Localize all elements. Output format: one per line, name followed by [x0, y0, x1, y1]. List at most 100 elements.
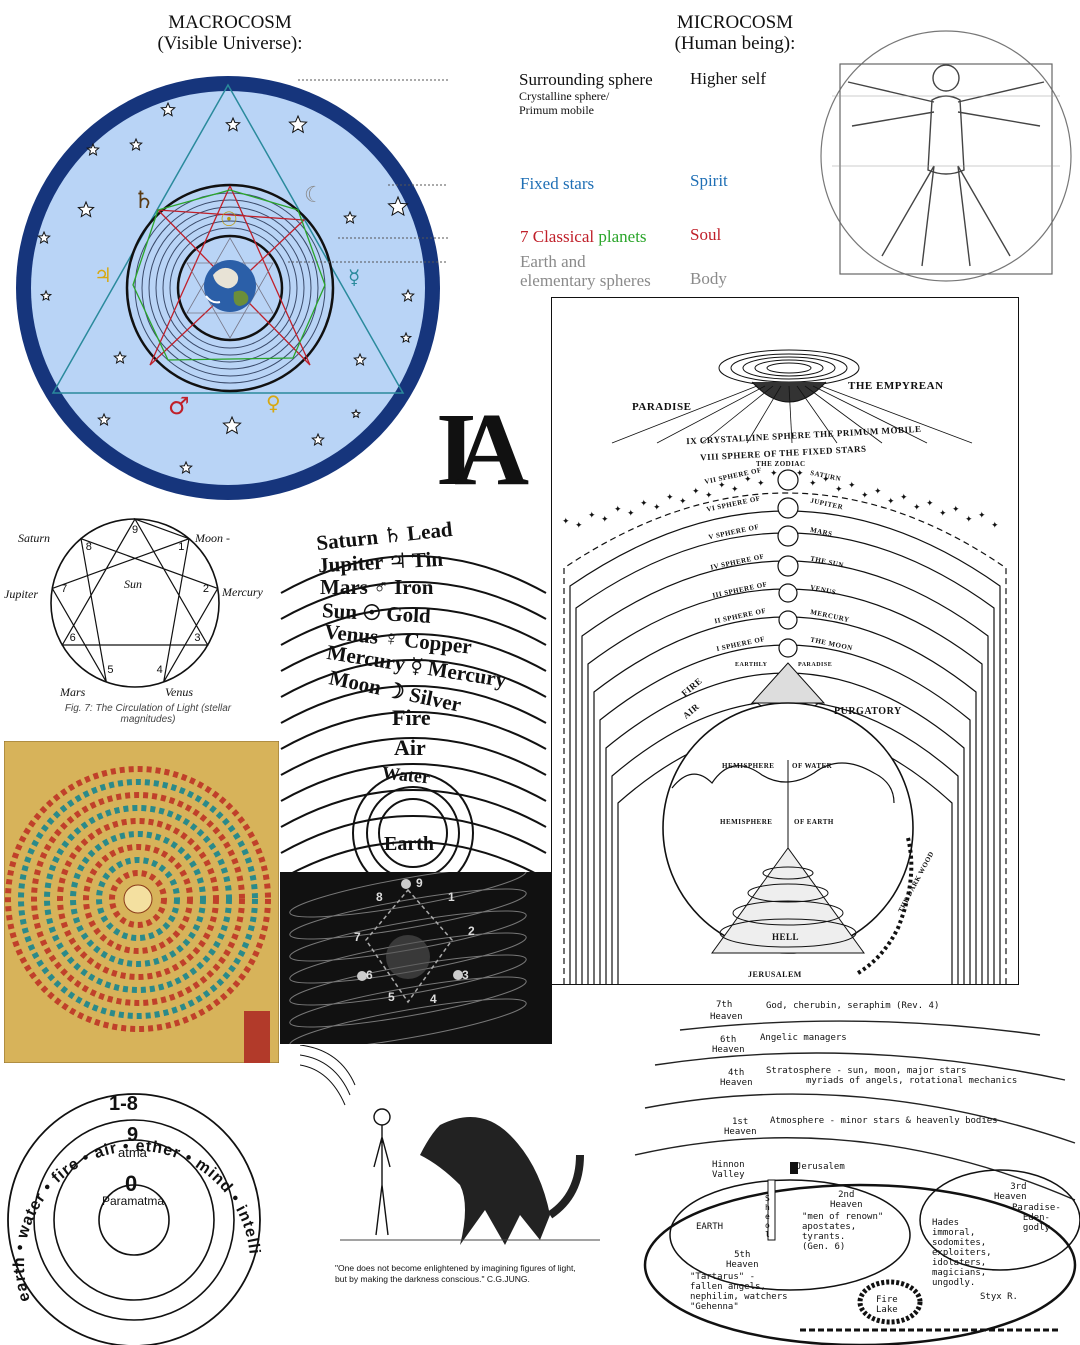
- macrocosm-diagram: ♄ ☾ ♃ ☿ ♂ ♀ ☉: [16, 76, 448, 500]
- metal-symbol: ♂: [367, 575, 395, 599]
- dante-star-13: ✦: [731, 485, 739, 495]
- dante-star-32: ✦: [978, 511, 986, 521]
- enneagram-diagram: [50, 517, 220, 688]
- fixed-star-4: [129, 137, 143, 151]
- venus-symbol: ♀: [266, 391, 281, 415]
- atma-range: 1-8: [109, 1093, 138, 1115]
- label-hemisphere-water: HEMISPHERE: [722, 762, 775, 770]
- dante-star-4: ✦: [614, 505, 622, 515]
- spiral-number-1: 1: [448, 890, 455, 904]
- enneagram-number-7: 7: [61, 583, 68, 596]
- dante-star-18: ✦: [796, 469, 804, 479]
- enneagram-number-1: 1: [178, 540, 185, 553]
- label-empyrean: THE EMPYREAN: [848, 380, 944, 392]
- metal-symbol: ♃: [382, 548, 413, 574]
- enneagram-number-4: 4: [156, 663, 163, 676]
- fixed-star-12: [353, 352, 367, 366]
- dante-star-16: ✦: [770, 469, 778, 479]
- dante-star-25: ✦: [887, 497, 895, 507]
- metal-symbol: ♄: [376, 521, 409, 549]
- fixed-star-10: [401, 288, 415, 302]
- spiral-number-8: 8: [376, 890, 383, 904]
- dante-star-6: ✦: [640, 499, 648, 509]
- enneagram-number-8: 8: [85, 540, 92, 553]
- mars-symbol: ♂: [168, 392, 190, 420]
- fixed-star-17: [179, 460, 193, 474]
- fixed-star-18: [351, 408, 361, 419]
- label-hemisphere-earth: HEMISPHERE: [720, 818, 773, 826]
- label-soul: Soul: [690, 225, 722, 244]
- microcosm-subtitle: (Human being):: [674, 33, 796, 54]
- jung-quote: "One does not become enlightened by imag…: [335, 1263, 576, 1284]
- dante-star-33: ✦: [991, 521, 999, 531]
- label-fixed-stars: Fixed stars: [520, 174, 595, 193]
- fixed-star-5: [77, 200, 95, 218]
- enneagram-number-5: 5: [107, 663, 114, 676]
- label-paradise: PARADISE: [632, 401, 692, 413]
- dante-star-2: ✦: [588, 511, 596, 521]
- label-higher-self: Higher self: [690, 69, 767, 88]
- label-of-earth: OF EARTH: [794, 818, 834, 826]
- macrocosm-title: MACROCOSM: [168, 12, 292, 33]
- label-purgatory: PURGATORY: [834, 706, 902, 717]
- macrocosm-subtitle: (Visible Universe):: [157, 33, 303, 54]
- fixed-star-3: [86, 142, 100, 156]
- fixed-star-1: [225, 116, 241, 132]
- spiral-number-5: 5: [388, 990, 395, 1004]
- macrocosm-header: MACROCOSM (Visible Universe):: [120, 12, 340, 54]
- dante-star-31: ✦: [965, 515, 973, 525]
- fixed-star-16: [311, 432, 325, 446]
- enneagram-caption: Fig. 7: The Circulation of Light (stella…: [64, 703, 232, 725]
- saturn-symbol: ♄: [133, 186, 155, 214]
- dante-star-3: ✦: [601, 515, 609, 525]
- dante-star-19: ✦: [809, 479, 817, 489]
- label-hell: HELL: [772, 932, 800, 942]
- dante-star-0: ✦: [562, 517, 570, 527]
- dante-star-21: ✦: [835, 485, 843, 495]
- dante-star-9: ✦: [679, 497, 687, 507]
- dante-star-30: ✦: [952, 505, 960, 515]
- moon-symbol: ☾: [304, 183, 324, 208]
- microcosm-header: MICROCOSM (Human being):: [660, 12, 810, 54]
- element-air: Air: [394, 735, 426, 760]
- sun-symbol: ☉: [220, 207, 238, 231]
- metal-name: Tin: [411, 546, 444, 573]
- label-spirit: Spirit: [690, 171, 728, 190]
- enneagram-number-9: 9: [132, 524, 139, 536]
- jupiter-symbol: ♃: [94, 263, 112, 287]
- spiral-number-7: 7: [354, 930, 361, 944]
- dante-star-1: ✦: [575, 521, 583, 531]
- dante-star-8: ✦: [666, 493, 674, 503]
- fixed-star-2: [288, 114, 308, 134]
- label-earthly: EARTHLY: [735, 662, 768, 668]
- metal-name: Iron: [394, 575, 434, 599]
- spiral-number-3: 3: [462, 968, 469, 982]
- dante-star-20: ✦: [822, 475, 830, 485]
- dante-star-29: ✦: [939, 509, 947, 519]
- dante-star-5: ✦: [627, 509, 635, 519]
- enneagram-labels: Saturn Moon - Jupiter Sun Mercury Mars V…: [4, 531, 263, 725]
- label-body: Body: [690, 269, 727, 288]
- dante-star-23: ✦: [861, 491, 869, 501]
- fixed-star-15: [222, 415, 242, 435]
- dante-star-11: ✦: [705, 491, 713, 501]
- dante-cosmos-panel: ✦✦✦✦✦✦✦✦✦✦✦✦✦✦✦✦✦✦✦✦✦✦✦✦✦✦✦✦✦✦✦✦✦✦ THE E…: [551, 297, 1019, 985]
- metal-symbol: ☉: [356, 600, 388, 626]
- atma-circles-diagram: earth • water • fire • air • ether • min…: [0, 1070, 262, 1345]
- angelic-rose-image: [4, 741, 279, 1063]
- atma-zero: 0: [125, 1171, 138, 1196]
- dante-star-14: ✦: [744, 475, 752, 485]
- label-of-water: OF WATER: [792, 762, 833, 770]
- seven-heavens-diagram: 7th Heaven God, cherubin, seraphim (Rev.…: [620, 990, 1080, 1345]
- dante-star-22: ✦: [848, 481, 856, 491]
- label-surrounding-sphere: Surrounding sphere Crystalline sphere/ P…: [519, 70, 653, 117]
- dante-star-28: ✦: [926, 499, 934, 509]
- fixed-star-11: [113, 350, 127, 364]
- label-earth-elementary: Earth and elementary spheres: [520, 252, 651, 290]
- fixed-star-0: [160, 101, 176, 117]
- enneagram-number-2: 2: [202, 583, 210, 596]
- atma-nine: 9: [127, 1124, 139, 1146]
- fixed-star-9: [39, 289, 53, 302]
- element-fire: Fire: [392, 705, 431, 730]
